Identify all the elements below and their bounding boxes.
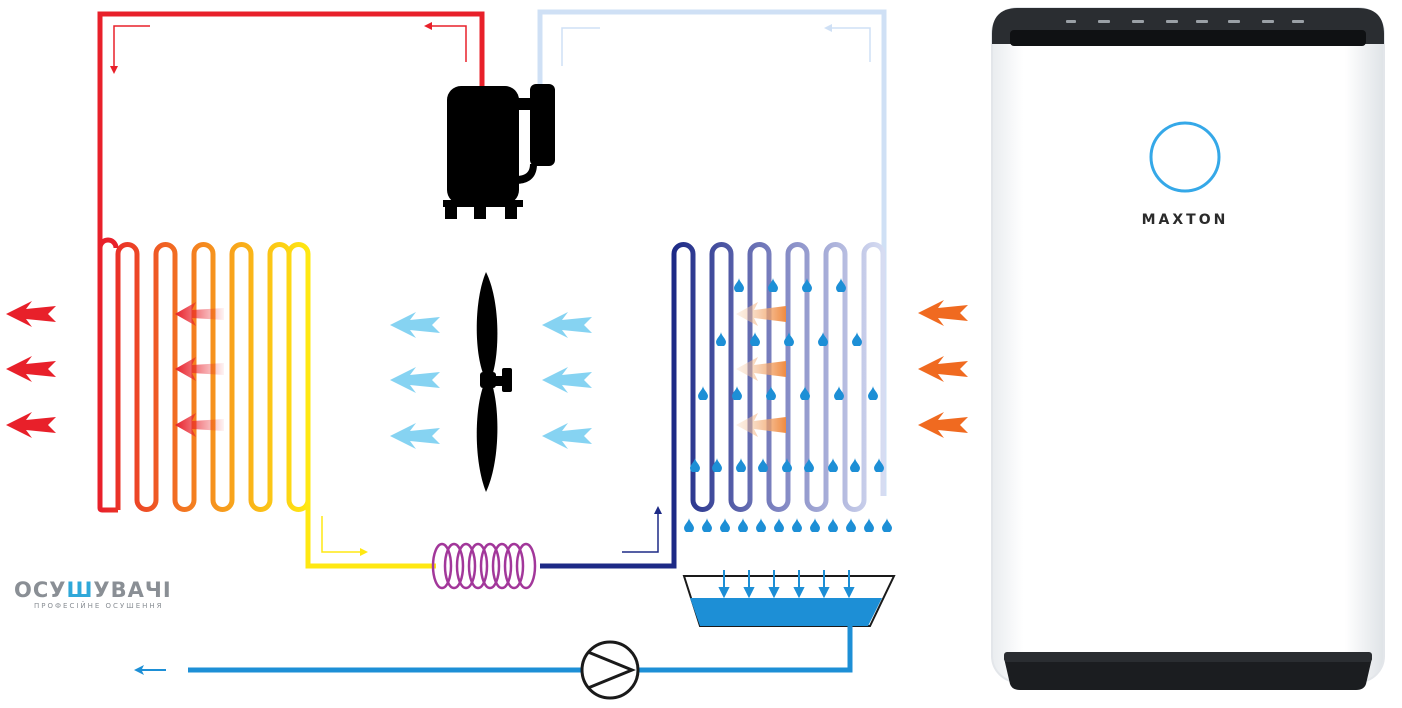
- flow-arrow-right-head: [424, 22, 432, 30]
- logo-tagline: ПРОФЕСІЙНЕ ОСУШЕННЯ: [34, 602, 174, 611]
- flow-arrow-suction-1: [562, 28, 600, 66]
- drain-outflow-arrow: [134, 665, 166, 675]
- airflow-arrows-in: [918, 300, 968, 438]
- flow-arrow-suction-2-head: [824, 24, 832, 32]
- airflow-arrows-out: [6, 301, 56, 438]
- pump-icon: [582, 642, 638, 698]
- water-tank: [684, 576, 894, 626]
- flow-arrow-left-down: [114, 26, 150, 72]
- drain-line: [188, 626, 850, 670]
- condenser-coil-outer: [100, 240, 116, 508]
- flow-arrow-suction-2: [826, 28, 870, 62]
- evaporator-inlet-line: [540, 254, 674, 566]
- airflow-arrows-through-condenser: [175, 302, 224, 437]
- fan-icon: [477, 272, 512, 492]
- flow-arrow-evap-in-head: [654, 506, 662, 514]
- logo-name: ОСУШУВАЧІ: [14, 578, 174, 602]
- flow-arrow-evap-in: [622, 510, 658, 552]
- compressor-icon: [443, 84, 555, 219]
- product-brand-label: MAXTON: [1100, 212, 1270, 228]
- condenser-coil: [100, 245, 308, 511]
- flow-arrow-condenser-out: [322, 516, 364, 552]
- dehumidifier-product: [992, 8, 1384, 690]
- flow-arrow-condenser-out-head: [360, 548, 368, 556]
- condenser-outlet-line: [308, 254, 436, 566]
- flow-arrow-right: [426, 26, 466, 62]
- flow-arrow-left-down-head: [110, 66, 118, 74]
- airflow-arrows-through-evaporator: [736, 302, 786, 437]
- company-logo: ОСУШУВАЧІ ПРОФЕСІЙНЕ ОСУШЕННЯ: [14, 578, 174, 612]
- expansion-coil-icon: [433, 544, 535, 588]
